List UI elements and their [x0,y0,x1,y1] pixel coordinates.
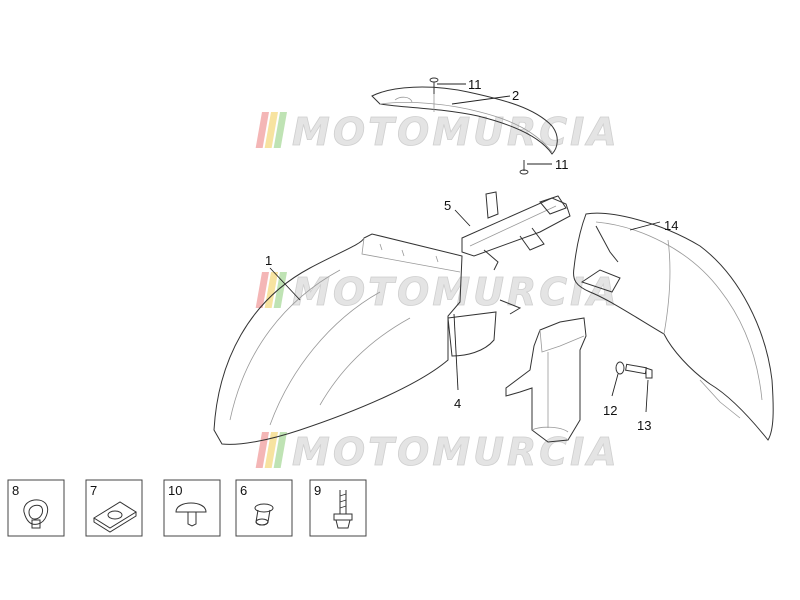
callout-4: 4 [454,396,461,411]
callout-11-top: 11 [468,77,482,92]
small-part-box-7: 7 [85,479,143,537]
small-part-number: 7 [90,483,97,498]
watermark-text: MOTOMURCIA [292,110,620,154]
part-1-front-mudguard [213,233,497,445]
callout-12: 12 [603,403,617,418]
small-part-box-6: 6 [235,479,293,537]
part-14-rear-mudguard [573,212,774,441]
callout-2: 2 [512,88,519,103]
watermark-top: MOTOMURCIA [255,110,620,154]
small-part-box-9: 9 [309,479,367,537]
part-5-bracket [461,191,571,315]
watermark-text: MOTOMURCIA [292,270,620,314]
bolt-icon [333,490,353,529]
leader-lines [269,83,661,413]
small-part-number: 6 [240,483,247,498]
grommet-icon [23,499,49,529]
small-part-number: 9 [314,483,321,498]
callout-5: 5 [444,198,451,213]
screw-11-top [429,77,439,94]
part-13-bolt [625,363,653,379]
part-4-fork-guard [505,317,587,443]
push-rivet-icon [175,502,207,527]
rivet-nut-icon [254,503,274,526]
watermark-middle: MOTOMURCIA [255,270,620,314]
part-12-washer [615,361,625,375]
watermark-text: MOTOMURCIA [292,430,620,474]
callout-1: 1 [265,253,272,268]
small-part-box-8: 8 [7,479,65,537]
small-part-number: 8 [12,483,19,498]
watermark-bottom: MOTOMURCIA [255,430,620,474]
small-part-box-10: 10 [163,479,221,537]
clip-nut-icon [93,501,137,533]
small-part-number: 10 [168,483,182,498]
callout-14: 14 [664,218,678,233]
callout-13: 13 [637,418,651,433]
callout-11-bottom: 11 [555,157,569,172]
screw-11-bottom [519,160,529,175]
